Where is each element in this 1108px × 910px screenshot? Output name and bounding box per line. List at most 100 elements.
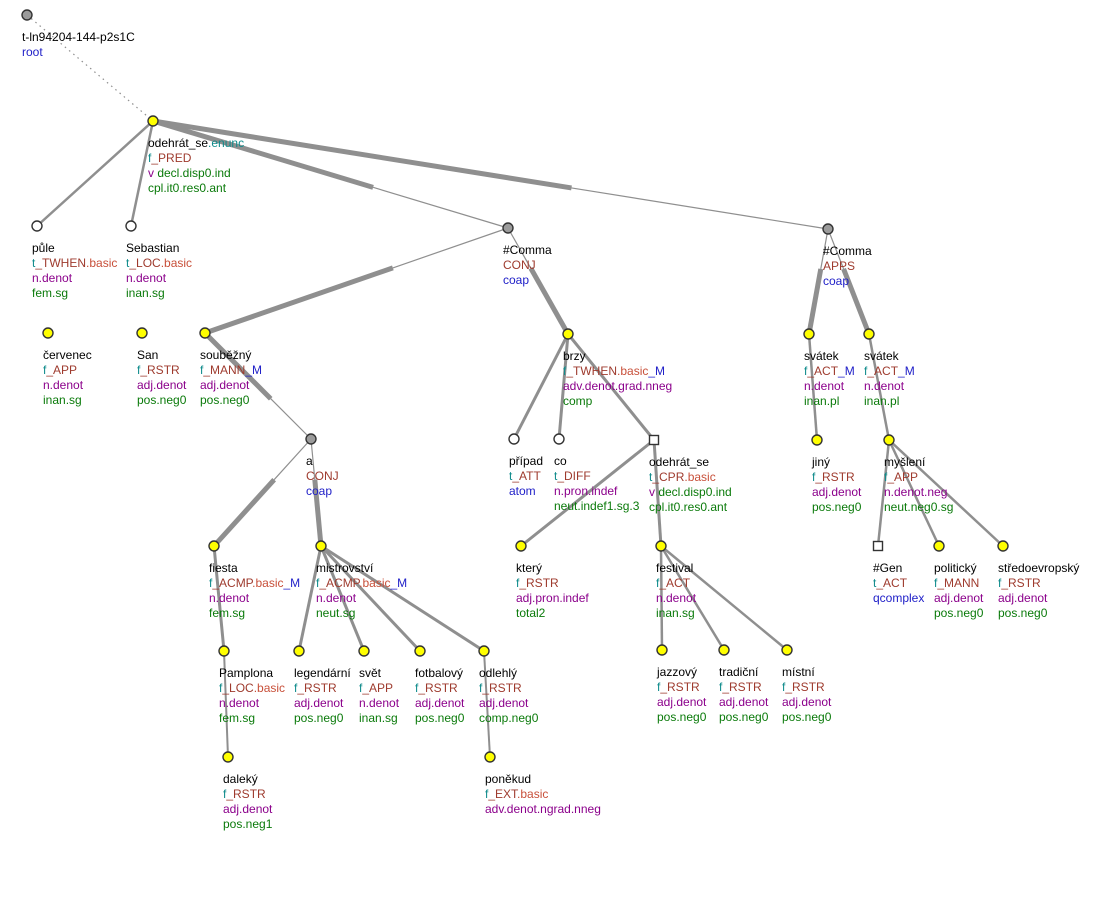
tree-node-san[interactable] [136, 327, 148, 339]
node-label-tradicni-line2: adj.denot [719, 695, 769, 709]
tree-node-legendarni[interactable] [293, 645, 305, 657]
node-label-svet-line3: inan.sg [359, 711, 398, 725]
node-label-jiny-line1: f_RSTR [812, 470, 855, 484]
tree-node-gen[interactable] [872, 540, 884, 552]
node-label-ktery-line0: který [516, 561, 542, 575]
node-label-cervenec-line3: inan.sg [43, 393, 82, 407]
node-label-ktery-line1: f_RSTR [516, 576, 559, 590]
node-label-cervenec-line2: n.denot [43, 378, 84, 392]
tree-node-tradicni[interactable] [718, 644, 730, 656]
node-label-fotbalovy-line2: adj.denot [415, 696, 465, 710]
tree-node-comma2[interactable] [822, 223, 834, 235]
node-label-gen-line2: qcomplex [873, 591, 924, 605]
tree-edge [652, 439, 663, 547]
node-label-a-line0: a [306, 454, 313, 468]
tree-node-odehrat2[interactable] [648, 434, 660, 446]
node-label-mysleni-line0: myšlení [884, 455, 926, 469]
tree-node-pule[interactable] [31, 220, 43, 232]
node-label-fiesta-line0: fiesta [209, 561, 238, 575]
tree-node-festival[interactable] [655, 540, 667, 552]
node-label-tradicni-line1: f_RSTR [719, 680, 762, 694]
node-label-politicky-line1: f_MANN [934, 576, 979, 590]
node-label-soubezny-line2: adj.denot [200, 378, 250, 392]
tree-edge-thick [312, 479, 324, 547]
tree-node-stredoevropsky[interactable] [997, 540, 1009, 552]
tree-edge [566, 333, 656, 441]
node-label-comma2-line0: #Comma [823, 244, 872, 258]
tree-node-soubezny[interactable] [199, 327, 211, 339]
node-label-soubezny-line3: pos.neg0 [200, 393, 250, 407]
node-label-main-line1: f_PRED [148, 151, 192, 165]
node-label-mysleni-line3: neut.neg0.sg [884, 500, 953, 514]
tree-edge-thin [571, 187, 829, 230]
tree-node-pripad[interactable] [508, 433, 520, 445]
tree-node-pamplona[interactable] [218, 645, 230, 657]
tree-node-a[interactable] [305, 433, 317, 445]
tree-node-ponekud[interactable] [484, 751, 496, 763]
tree-node-cervenec[interactable] [42, 327, 54, 339]
tree-node-ktery[interactable] [515, 540, 527, 552]
node-label-pule-line1: t_TWHEN.basic [32, 256, 117, 270]
node-label-stredoevropsky-line0: středoevropský [998, 561, 1079, 575]
node-label-fiesta-line1: f_ACMP.basic_M [209, 576, 300, 590]
node-label-stredoevropsky-line1: f_RSTR [998, 576, 1041, 590]
node-label-daleky-line1: f_RSTR [223, 787, 266, 801]
node-label-jiny-line2: adj.denot [812, 485, 862, 499]
node-label-brzy-line2: adv.denot.grad.nneg [563, 379, 672, 393]
node-label-svet-line0: svět [359, 666, 382, 680]
node-label-pripad-line0: případ [509, 454, 543, 468]
tree-node-mistrovstvi[interactable] [315, 540, 327, 552]
node-label-mistni-line3: pos.neg0 [782, 710, 832, 724]
tree-edge-thin [827, 228, 845, 270]
tree-node-odlehly[interactable] [478, 645, 490, 657]
tree-node-main[interactable] [147, 115, 159, 127]
tree-node-svatek2[interactable] [863, 328, 875, 340]
node-label-tradicni-line3: pos.neg0 [719, 710, 769, 724]
node-label-daleky-line0: daleký [223, 772, 258, 786]
node-label-ponekud-line0: poněkud [485, 772, 531, 786]
node-label-politicky-line3: pos.neg0 [934, 606, 984, 620]
node-label-mysleni-line1: f_APP [884, 470, 918, 484]
tree-node-mistni[interactable] [781, 644, 793, 656]
node-label-odehrat2-line2: v decl.disp0.ind [649, 485, 732, 499]
tree-edge-thin [820, 228, 829, 270]
node-label-mysleni-line2: n.denot.neg [884, 485, 947, 499]
tree-edge-thick [203, 331, 273, 401]
node-label-daleky-line2: adj.denot [223, 802, 273, 816]
tree-node-fotbalovy[interactable] [414, 645, 426, 657]
tree-node-jazzovy[interactable] [656, 644, 668, 656]
node-label-co-line1: t_DIFF [554, 469, 591, 483]
tree-node-fiesta[interactable] [208, 540, 220, 552]
node-label-jazzovy-line3: pos.neg0 [657, 710, 707, 724]
tree-node-co[interactable] [553, 433, 565, 445]
node-label-pule-line2: n.denot [32, 271, 73, 285]
tree-edge [557, 333, 570, 440]
tree-node-svet[interactable] [358, 645, 370, 657]
node-label-comma2-line2: coap [823, 274, 849, 288]
tree-node-comma1[interactable] [502, 222, 514, 234]
tree-node-brzy[interactable] [562, 328, 574, 340]
node-label-ktery-line3: total2 [516, 606, 546, 620]
node-label-stredoevropsky-line2: adj.denot [998, 591, 1048, 605]
node-label-brzy-line0: brzy [563, 349, 586, 363]
node-label-brzy-line3: comp [563, 394, 593, 408]
node-label-odlehly-line0: odlehlý [479, 666, 517, 680]
node-label-odlehly-line3: comp.neg0 [479, 711, 539, 725]
node-label-ktery-line2: adj.pron.indef [516, 591, 589, 605]
node-label-odlehly-line1: f_RSTR [479, 681, 522, 695]
tree-node-jiny[interactable] [811, 434, 823, 446]
node-label-pamplona-line2: n.denot [219, 696, 260, 710]
tree-edge [520, 438, 655, 548]
tree-node-sebastian[interactable] [125, 220, 137, 232]
tree-node-root[interactable] [21, 9, 33, 21]
tree-edge [512, 333, 570, 440]
node-label-soubezny-line1: f_MANN_M [200, 363, 262, 377]
node-label-festival-line2: n.denot [656, 591, 697, 605]
node-label-cervenec-line1: f_APP [43, 363, 77, 377]
tree-node-daleky[interactable] [222, 751, 234, 763]
node-label-pripad-line1: t_ATT [509, 469, 541, 483]
tree-node-politicky[interactable] [933, 540, 945, 552]
tree-node-svatek1[interactable] [803, 328, 815, 340]
tree-node-mysleni[interactable] [883, 434, 895, 446]
tree-edge [320, 544, 485, 653]
